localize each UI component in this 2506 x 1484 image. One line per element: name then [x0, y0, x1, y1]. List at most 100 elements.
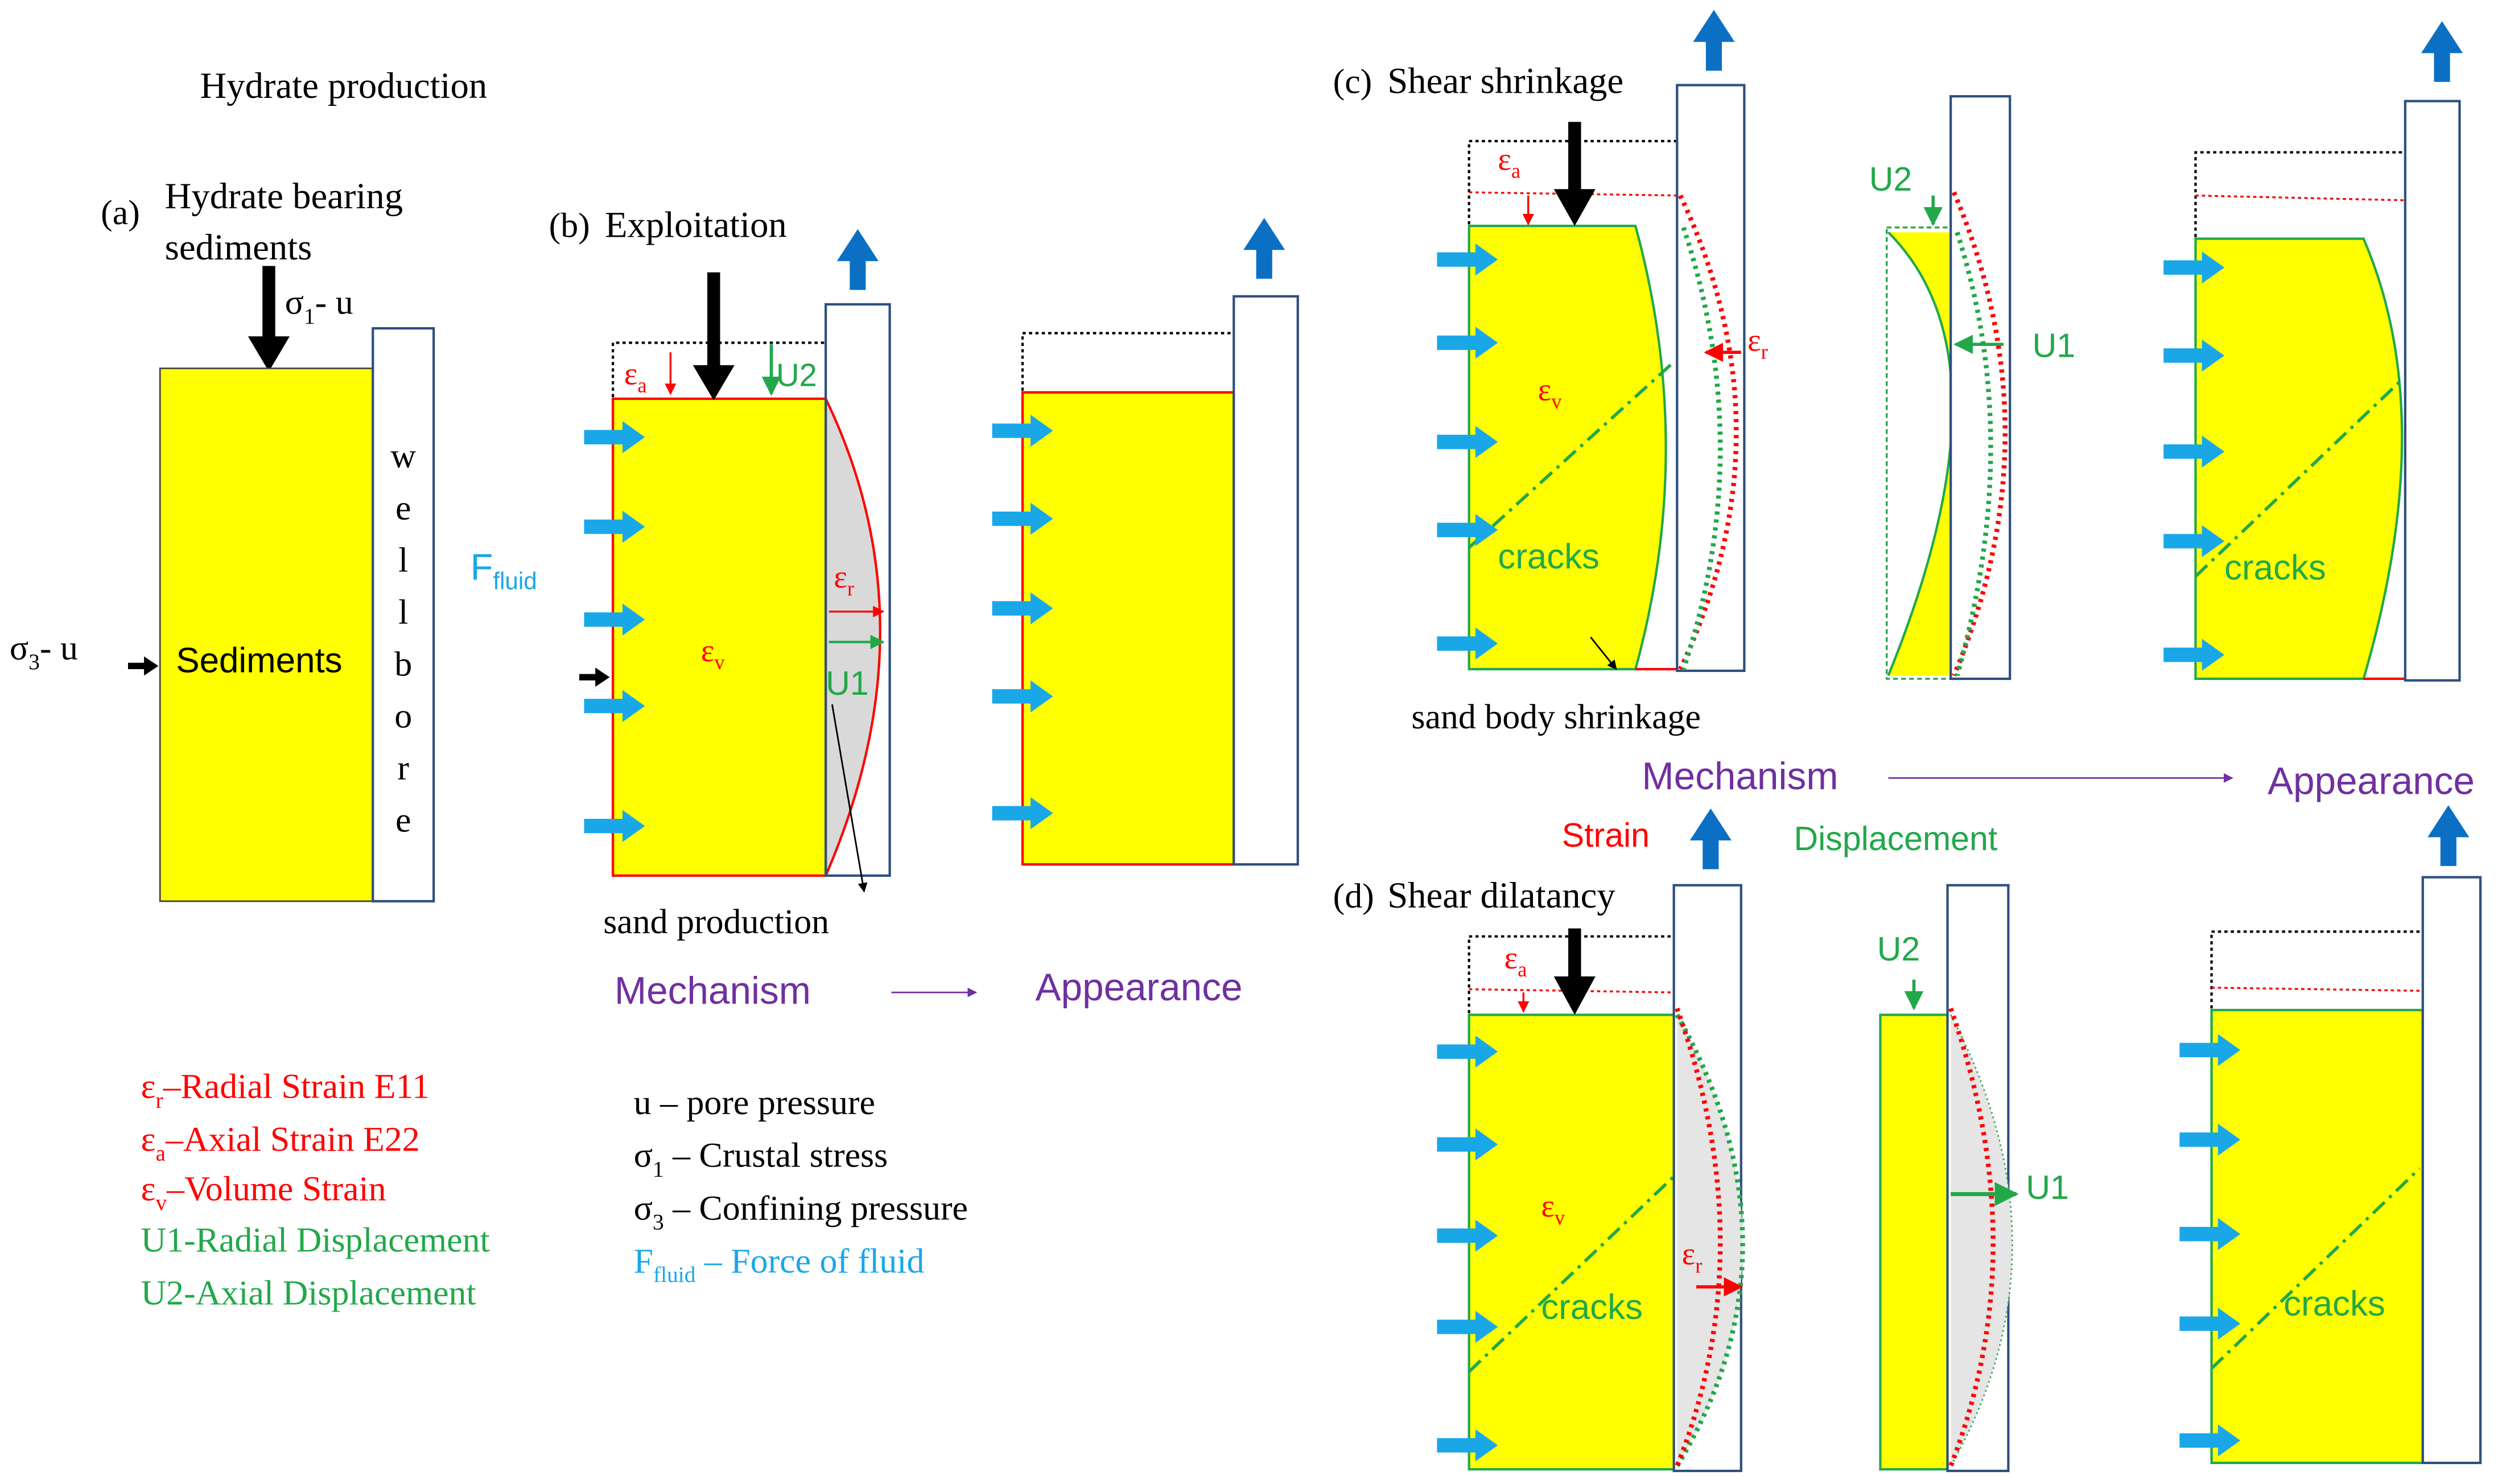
- panel-a-caption-line2: sediments: [165, 226, 312, 267]
- fluid-arrow: [992, 502, 1053, 535]
- panel-b-appearance: Appearance: [1036, 966, 1243, 1009]
- panel-c-mechanism: Mechanism: [1642, 755, 1838, 798]
- panel-b-side-arrow-head: [595, 667, 610, 687]
- panel-c-appearance-outline: [2194, 151, 2405, 237]
- fluid-arrow: [2163, 525, 2225, 558]
- panel-c-displacement-heading: Displacement: [1794, 820, 1998, 858]
- panel-b-eps-v: εv: [701, 633, 726, 674]
- panel-c-displacement-curve: [1681, 226, 1723, 670]
- panel-a-caption-line1: Hydrate bearing: [165, 175, 403, 216]
- panel-b-appearance-sediment: [1021, 391, 1235, 866]
- panel-c-mid-strain-curve: [1951, 191, 2008, 677]
- sediment-block: [159, 367, 374, 902]
- fluid-force-label: Ffluid: [471, 546, 537, 595]
- fluid-arrow: [992, 592, 1053, 625]
- panel-d-strain-curve: [1675, 1007, 1723, 1467]
- panel-b-appearance-outline: [1021, 332, 1234, 391]
- panel-c-u1: U1: [2033, 327, 2075, 365]
- panel-d-displacement-curve: [1675, 1013, 1745, 1467]
- panel-c-shrink-label: sand body shrinkage: [1411, 698, 1701, 736]
- fluid-arrow: [1437, 514, 1498, 546]
- legend-stress: u – pore pressure σ1 – Crustal stress σ3…: [634, 1083, 968, 1287]
- panel-c-shrink-pointer: [1590, 636, 1617, 670]
- panel-c-u2: U2: [1869, 160, 1912, 198]
- panel-b-label: (b): [549, 207, 590, 245]
- panel-d-displacement-block: [1879, 1013, 1949, 1471]
- wellbore-letter: l: [398, 593, 408, 632]
- fluid-arrow: [584, 810, 645, 842]
- panel-d-label: (d): [1333, 877, 1374, 916]
- legend-confining-pressure: σ3 – Confining pressure: [634, 1189, 968, 1234]
- panel-d-cracks: cracks: [1541, 1288, 1643, 1327]
- fluid-arrow: [2163, 638, 2225, 671]
- panel-b: (b) Exploitation εa U2 εv εr U1: [549, 204, 1299, 1012]
- sediment-label: Sediments: [176, 641, 342, 681]
- panel-d-eps-v: εv: [1541, 1189, 1565, 1229]
- panel-a: (a) Hydrate bearing sediments σ1- u Sedi…: [10, 175, 435, 902]
- panel-d-original-outline: [1468, 935, 1674, 1013]
- wellbore-letter: e: [395, 801, 411, 839]
- panel-a-label: (a): [101, 193, 140, 232]
- panel-b-appearance-wellbore: [1233, 295, 1299, 866]
- fluid-arrow: [1437, 1219, 1498, 1252]
- panel-d-load-arrow-head: [1553, 976, 1596, 1015]
- panel-d-appearance-sediment: [2210, 1008, 2424, 1465]
- fluid-arrow: [1437, 1429, 1498, 1462]
- panel-d-u2: U2: [1877, 930, 1920, 968]
- legend-pore-pressure: u – pore pressure: [634, 1083, 875, 1122]
- fluid-arrow: [992, 797, 1053, 830]
- flow-up-arrow: [1693, 10, 1735, 71]
- panel-c-label: (c): [1333, 63, 1372, 101]
- panel-d-appearance-outline: [2210, 930, 2423, 1009]
- fluid-arrow: [1437, 1310, 1498, 1343]
- legend-strain-axial: εa–Axial Strain E22: [141, 1120, 419, 1166]
- panel-b-eps-a: εa: [624, 356, 647, 397]
- flow-up-arrow: [2421, 21, 2463, 82]
- fluid-arrow: [2163, 339, 2225, 372]
- panel-c-appearance-wellbore: [2404, 100, 2461, 682]
- wellbore-letter: e: [395, 489, 411, 527]
- panel-c-original-outline: [1468, 139, 1677, 225]
- panel-b-u1: U1: [826, 665, 868, 702]
- legend-strain-radial: εr–Radial Strain E11: [141, 1067, 430, 1113]
- panel-b-sand-pointer: [831, 704, 868, 893]
- panel-b-wellbore: [825, 303, 891, 877]
- fluid-arrow: [584, 690, 645, 722]
- fluid-arrow: [2179, 1218, 2241, 1250]
- sigma3-label: σ3- u: [10, 629, 78, 674]
- fluid-arrow: [992, 680, 1053, 712]
- panel-d-mid-disp-curve: [1949, 1014, 2013, 1467]
- legend-crustal-stress: σ1 – Crustal stress: [634, 1136, 888, 1182]
- fluid-arrow: [584, 421, 645, 454]
- fluid-arrow: [2179, 1424, 2241, 1457]
- panel-d-sediment: [1468, 1013, 1675, 1471]
- panel-c-cracks: cracks: [1498, 537, 1600, 576]
- panel-b-sand-bulge: [825, 398, 881, 876]
- fluid-arrow: [2179, 1123, 2241, 1156]
- wellbore-flow-arrows: [836, 10, 2470, 869]
- legend-strain-volume: εv–Volume Strain: [141, 1170, 386, 1215]
- flow-up-arrow: [1243, 217, 1285, 279]
- flow-up-arrow: [2427, 805, 2470, 866]
- panel-c-crack-line: [1468, 361, 1675, 549]
- panel-d-mid-strain-curve: [1948, 1007, 1996, 1467]
- panel-c-appearance-sediment: [2194, 237, 2404, 681]
- panel-d-appearance-cracks: cracks: [2284, 1284, 2385, 1324]
- panel-b-sediment: [611, 397, 827, 877]
- panel-d-dilatancy-fill: [1677, 1015, 1743, 1466]
- panel-c-caption: Shear shrinkage: [1387, 60, 1623, 101]
- panel-b-sand-label: sand production: [603, 902, 829, 941]
- panel-b-load-arrow-head: [693, 365, 735, 401]
- panel-c-sediment: [1468, 224, 1667, 671]
- panel-b-original-outline: [611, 341, 826, 397]
- fluid-arrow: [1437, 627, 1498, 660]
- panel-c-eps-a: εa: [1498, 142, 1520, 183]
- panel-c-appearance-crack: [2194, 380, 2402, 578]
- panel-c-wellbore: [1676, 84, 1746, 672]
- panel-c-appearance-cracks: cracks: [2224, 549, 2326, 588]
- fluid-arrow: [2163, 252, 2225, 284]
- fluid-arrow: [584, 603, 645, 636]
- fluid-arrow: [2179, 1034, 2241, 1066]
